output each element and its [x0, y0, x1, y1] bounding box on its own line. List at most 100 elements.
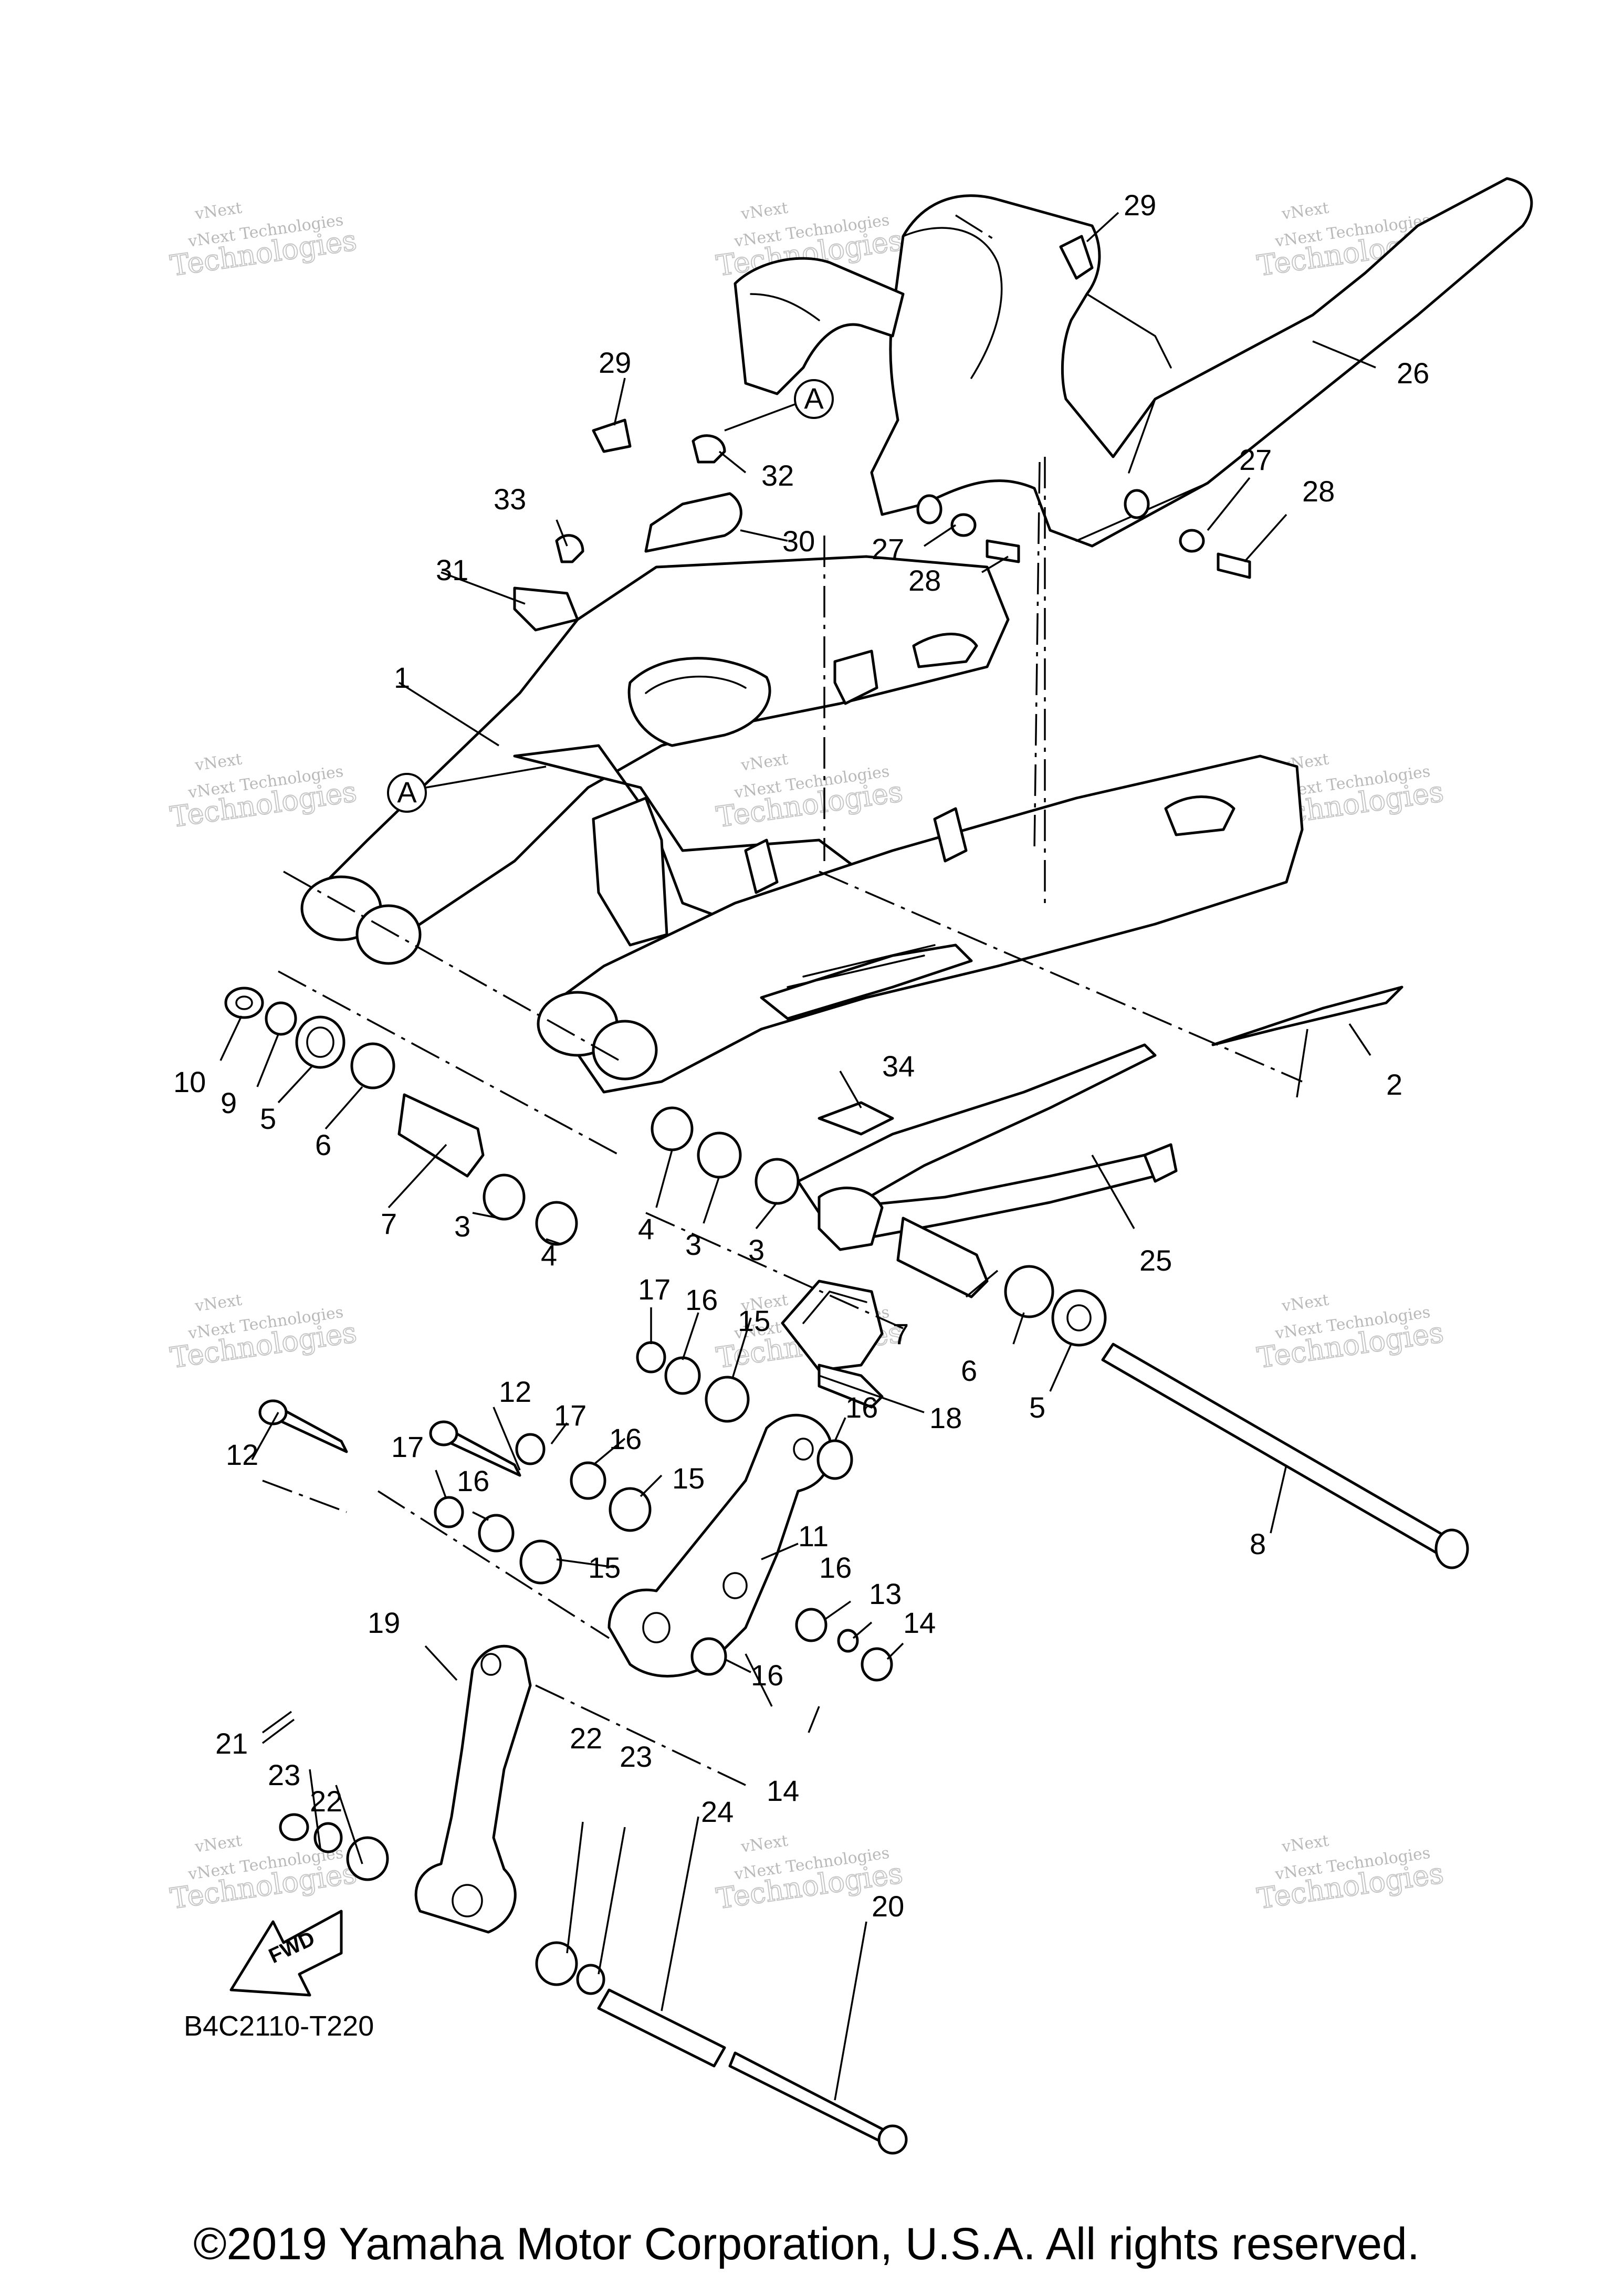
callout-9: 9 — [221, 1086, 237, 1119]
callout-31: 31 — [436, 553, 468, 586]
callout-11: 11 — [798, 1519, 829, 1553]
callout-29: 29 — [599, 346, 631, 379]
callout-5: 5 — [260, 1102, 276, 1135]
watermark-12: vNext vNext Technologies Technologies — [1254, 1831, 1446, 1916]
callout-3: 3 — [685, 1228, 701, 1261]
connecting-rod-19 — [279, 1644, 908, 2155]
callout-15: 15 — [738, 1304, 770, 1337]
callouts: 29 29 26 32 27 28 33 30 27 28 31 1 2 34 … — [173, 188, 1429, 1923]
label-34 — [818, 1101, 894, 1136]
callout-4: 4 — [638, 1212, 654, 1245]
svg-text:A: A — [397, 775, 417, 809]
svg-text:vNext: vNext — [1280, 1291, 1330, 1315]
bolt-28-right — [1217, 552, 1251, 579]
callout-15: 15 — [588, 1551, 621, 1584]
callout-17: 17 — [391, 1430, 424, 1463]
callout-16: 16 — [819, 1551, 852, 1584]
clip-31 — [513, 586, 579, 632]
callout-19: 19 — [368, 1606, 400, 1639]
pivot-hardware-right — [896, 1217, 1469, 1569]
diagram-code: B4C2110-T220 — [184, 2010, 374, 2042]
fasteners — [513, 235, 1251, 632]
callout-34: 34 — [882, 1050, 915, 1083]
svg-text:vNext: vNext — [739, 198, 789, 223]
bolt-29-left — [592, 418, 632, 453]
callout-16: 16 — [751, 1659, 783, 1692]
callout-3: 3 — [748, 1233, 764, 1266]
watermark-1: vNext vNext Technologies Technologies — [167, 198, 359, 283]
screw-33 — [555, 534, 584, 563]
copyright-notice: ©2019 Yamaha Motor Corporation, U.S.A. A… — [193, 2219, 1420, 2269]
callout-25: 25 — [1139, 1244, 1172, 1277]
callout-18: 18 — [929, 1401, 962, 1434]
watermark-5: vNext vNext Technologies Technologies — [714, 750, 905, 834]
callout-7: 7 — [893, 1317, 909, 1350]
callout-16: 16 — [457, 1464, 489, 1497]
callout-3: 3 — [454, 1210, 470, 1243]
watermark-9: vNext vNext Technologies Technologies — [1254, 1291, 1446, 1375]
relay-arm-11 — [258, 1341, 893, 1682]
callout-28: 28 — [1302, 475, 1335, 508]
center-lines — [262, 214, 1303, 1786]
callout-8: 8 — [1250, 1527, 1266, 1560]
reference-mark-a-top: A — [724, 379, 834, 432]
callout-7: 7 — [381, 1207, 397, 1240]
callout-16: 16 — [609, 1422, 642, 1455]
callout-20: 20 — [872, 1890, 904, 1923]
callout-24: 24 — [701, 1795, 734, 1828]
callout-12: 12 — [226, 1438, 258, 1471]
chain-slider-25 — [797, 1043, 1178, 1251]
bolt-29-top — [1059, 235, 1094, 280]
callout-4: 4 — [541, 1239, 557, 1272]
callout-15: 15 — [672, 1462, 705, 1495]
callout-29: 29 — [1124, 188, 1156, 222]
svg-text:vNext: vNext — [739, 750, 789, 774]
link-bracket-18 — [781, 1280, 884, 1409]
callout-14: 14 — [767, 1774, 799, 1807]
callout-22: 22 — [570, 1722, 602, 1755]
callout-23: 23 — [620, 1740, 652, 1773]
callout-2: 2 — [1386, 1068, 1402, 1101]
callout-16: 16 — [685, 1283, 718, 1316]
callout-6: 6 — [961, 1354, 977, 1387]
callout-10: 10 — [173, 1065, 206, 1098]
callout-17: 17 — [554, 1399, 586, 1432]
reference-mark-a-mid: A — [387, 766, 547, 813]
pivot-hardware-left — [224, 987, 800, 1246]
svg-text:vNext: vNext — [739, 1831, 789, 1856]
callout-17: 17 — [638, 1273, 671, 1306]
callout-14: 14 — [903, 1606, 936, 1639]
svg-text:vNext: vNext — [193, 198, 243, 223]
leader-lines — [219, 212, 1376, 2101]
callout-21: 21 — [215, 1727, 248, 1760]
fwd-arrow-icon: FWD — [229, 1910, 343, 1997]
callout-12: 12 — [499, 1375, 531, 1408]
svg-text:vNext: vNext — [193, 1291, 243, 1315]
callout-28: 28 — [908, 564, 941, 597]
callout-6: 6 — [315, 1128, 331, 1161]
callout-1: 1 — [394, 661, 410, 694]
collar-27-right — [1179, 529, 1205, 553]
svg-text:vNext: vNext — [1280, 198, 1330, 223]
decals — [818, 986, 1403, 1136]
svg-text:vNext: vNext — [193, 750, 243, 774]
callout-32: 32 — [761, 459, 794, 492]
callout-22: 22 — [310, 1785, 342, 1818]
svg-text:vNext: vNext — [193, 1831, 243, 1856]
clip-30 — [644, 492, 742, 553]
callout-26: 26 — [1397, 357, 1429, 390]
watermark-7: vNext vNext Technologies Technologies — [167, 1291, 359, 1375]
watermark-4: vNext vNext Technologies Technologies — [167, 750, 359, 834]
callout-16: 16 — [845, 1391, 878, 1424]
callout-27: 27 — [1239, 443, 1272, 476]
screw-32 — [692, 434, 726, 464]
callout-33: 33 — [494, 483, 526, 516]
callout-27: 27 — [872, 532, 904, 565]
callout-5: 5 — [1029, 1391, 1045, 1424]
collar-27-left — [950, 513, 977, 537]
bolt-28-left — [986, 539, 1020, 563]
callout-23: 23 — [268, 1758, 300, 1791]
decal-2 — [1211, 986, 1403, 1046]
svg-text:A: A — [804, 382, 824, 415]
